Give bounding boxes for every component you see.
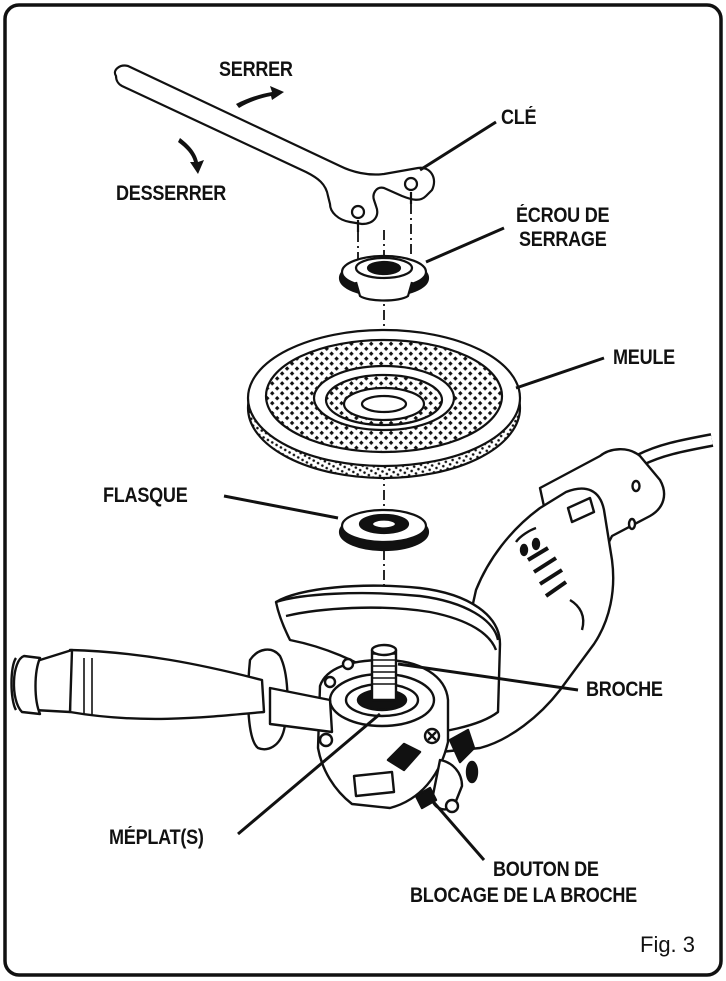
leader-ecrou <box>425 226 505 264</box>
spindle <box>370 643 398 702</box>
label-bouton-line1: BOUTON DE <box>493 858 599 881</box>
label-ecrou-line1: ÉCROU DE <box>516 204 610 227</box>
flange <box>338 508 430 552</box>
label-serrer: SERRER <box>219 58 293 81</box>
label-meplats: MÉPLAT(S) <box>109 826 204 849</box>
spanner-wrench <box>113 64 436 232</box>
label-meule: MEULE <box>613 346 675 369</box>
leader-meule <box>515 356 605 390</box>
spindle-lock-button <box>414 786 438 810</box>
side-handle <box>10 648 334 751</box>
leader-broche <box>397 662 579 692</box>
label-desserrer: DESSERRER <box>116 182 227 205</box>
figure-caption: Fig. 3 <box>640 932 696 957</box>
loosen-arrow-icon <box>178 138 204 174</box>
clamp-nut <box>338 254 430 302</box>
grinding-wheel <box>246 328 522 480</box>
angle-grinder <box>10 433 714 814</box>
leader-meplats <box>237 712 381 836</box>
leader-flasque <box>223 494 339 520</box>
label-ecrou-line2: SERRAGE <box>519 228 607 251</box>
leader-cle <box>419 120 497 172</box>
label-broche: BROCHE <box>586 678 663 701</box>
label-flasque: FLASQUE <box>103 484 188 507</box>
leader-bouton <box>428 797 486 861</box>
label-bouton-line2: BLOCAGE DE LA BROCHE <box>410 884 637 907</box>
tighten-arrow-icon <box>236 86 284 108</box>
figure-border <box>3 3 723 977</box>
label-cle: CLÉ <box>501 106 537 129</box>
